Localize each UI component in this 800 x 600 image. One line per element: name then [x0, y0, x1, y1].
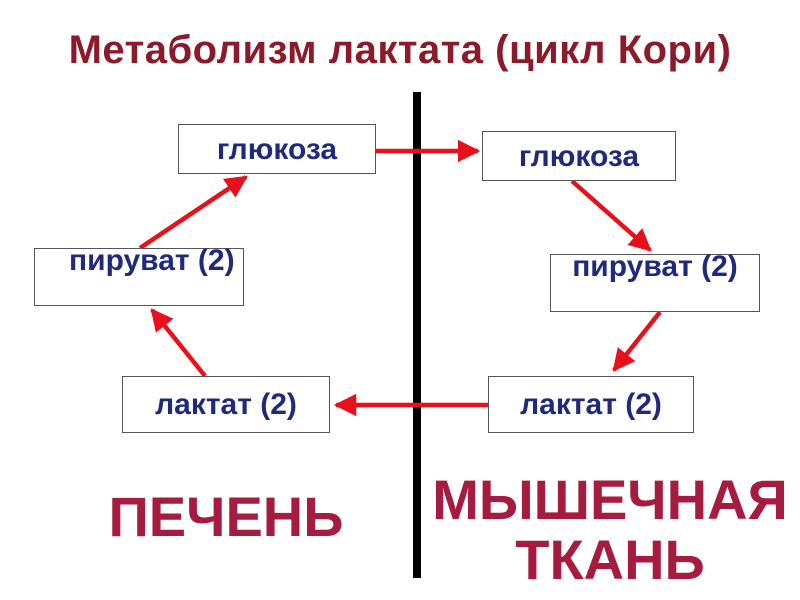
- organ-divider-line: [413, 92, 421, 578]
- liver-glucose-box: глюкоза: [178, 124, 376, 174]
- muscle-lactate-box: лактат (2): [488, 376, 694, 433]
- diagram-title: Метаболизм лактата (цикл Кори): [68, 28, 732, 72]
- liver-lactate-box: лактат (2): [122, 376, 330, 433]
- liver-lactate-label: лактат (2): [155, 388, 297, 421]
- arrow-liver-lactate-to-pyruvate: [150, 308, 207, 378]
- muscle-pyruvate-label: пируват (2): [572, 250, 738, 283]
- muscle-lactate-label: лактат (2): [520, 388, 662, 421]
- arrow-muscle-pyruvate-to-lactate: [612, 310, 662, 372]
- liver-organ-label: ПЕЧЕНЬ: [108, 485, 344, 548]
- liver-pyruvate-label: пируват (2): [69, 244, 235, 277]
- arrow-muscle-glucose-to-pyruvate: [570, 179, 652, 252]
- muscle-pyruvate-box: пируват (2): [550, 250, 760, 312]
- liver-glucose-label: глюкоза: [216, 133, 338, 166]
- arrow-liver-pyruvate-to-glucose: [138, 175, 248, 250]
- muscle-organ-label: МЫШЕЧНАЯ ТКАНЬ: [432, 468, 788, 591]
- muscle-glucose-box: глюкоза: [482, 131, 676, 181]
- liver-pyruvate-box: пируват (2): [34, 244, 244, 306]
- muscle-glucose-label: глюкоза: [518, 140, 640, 173]
